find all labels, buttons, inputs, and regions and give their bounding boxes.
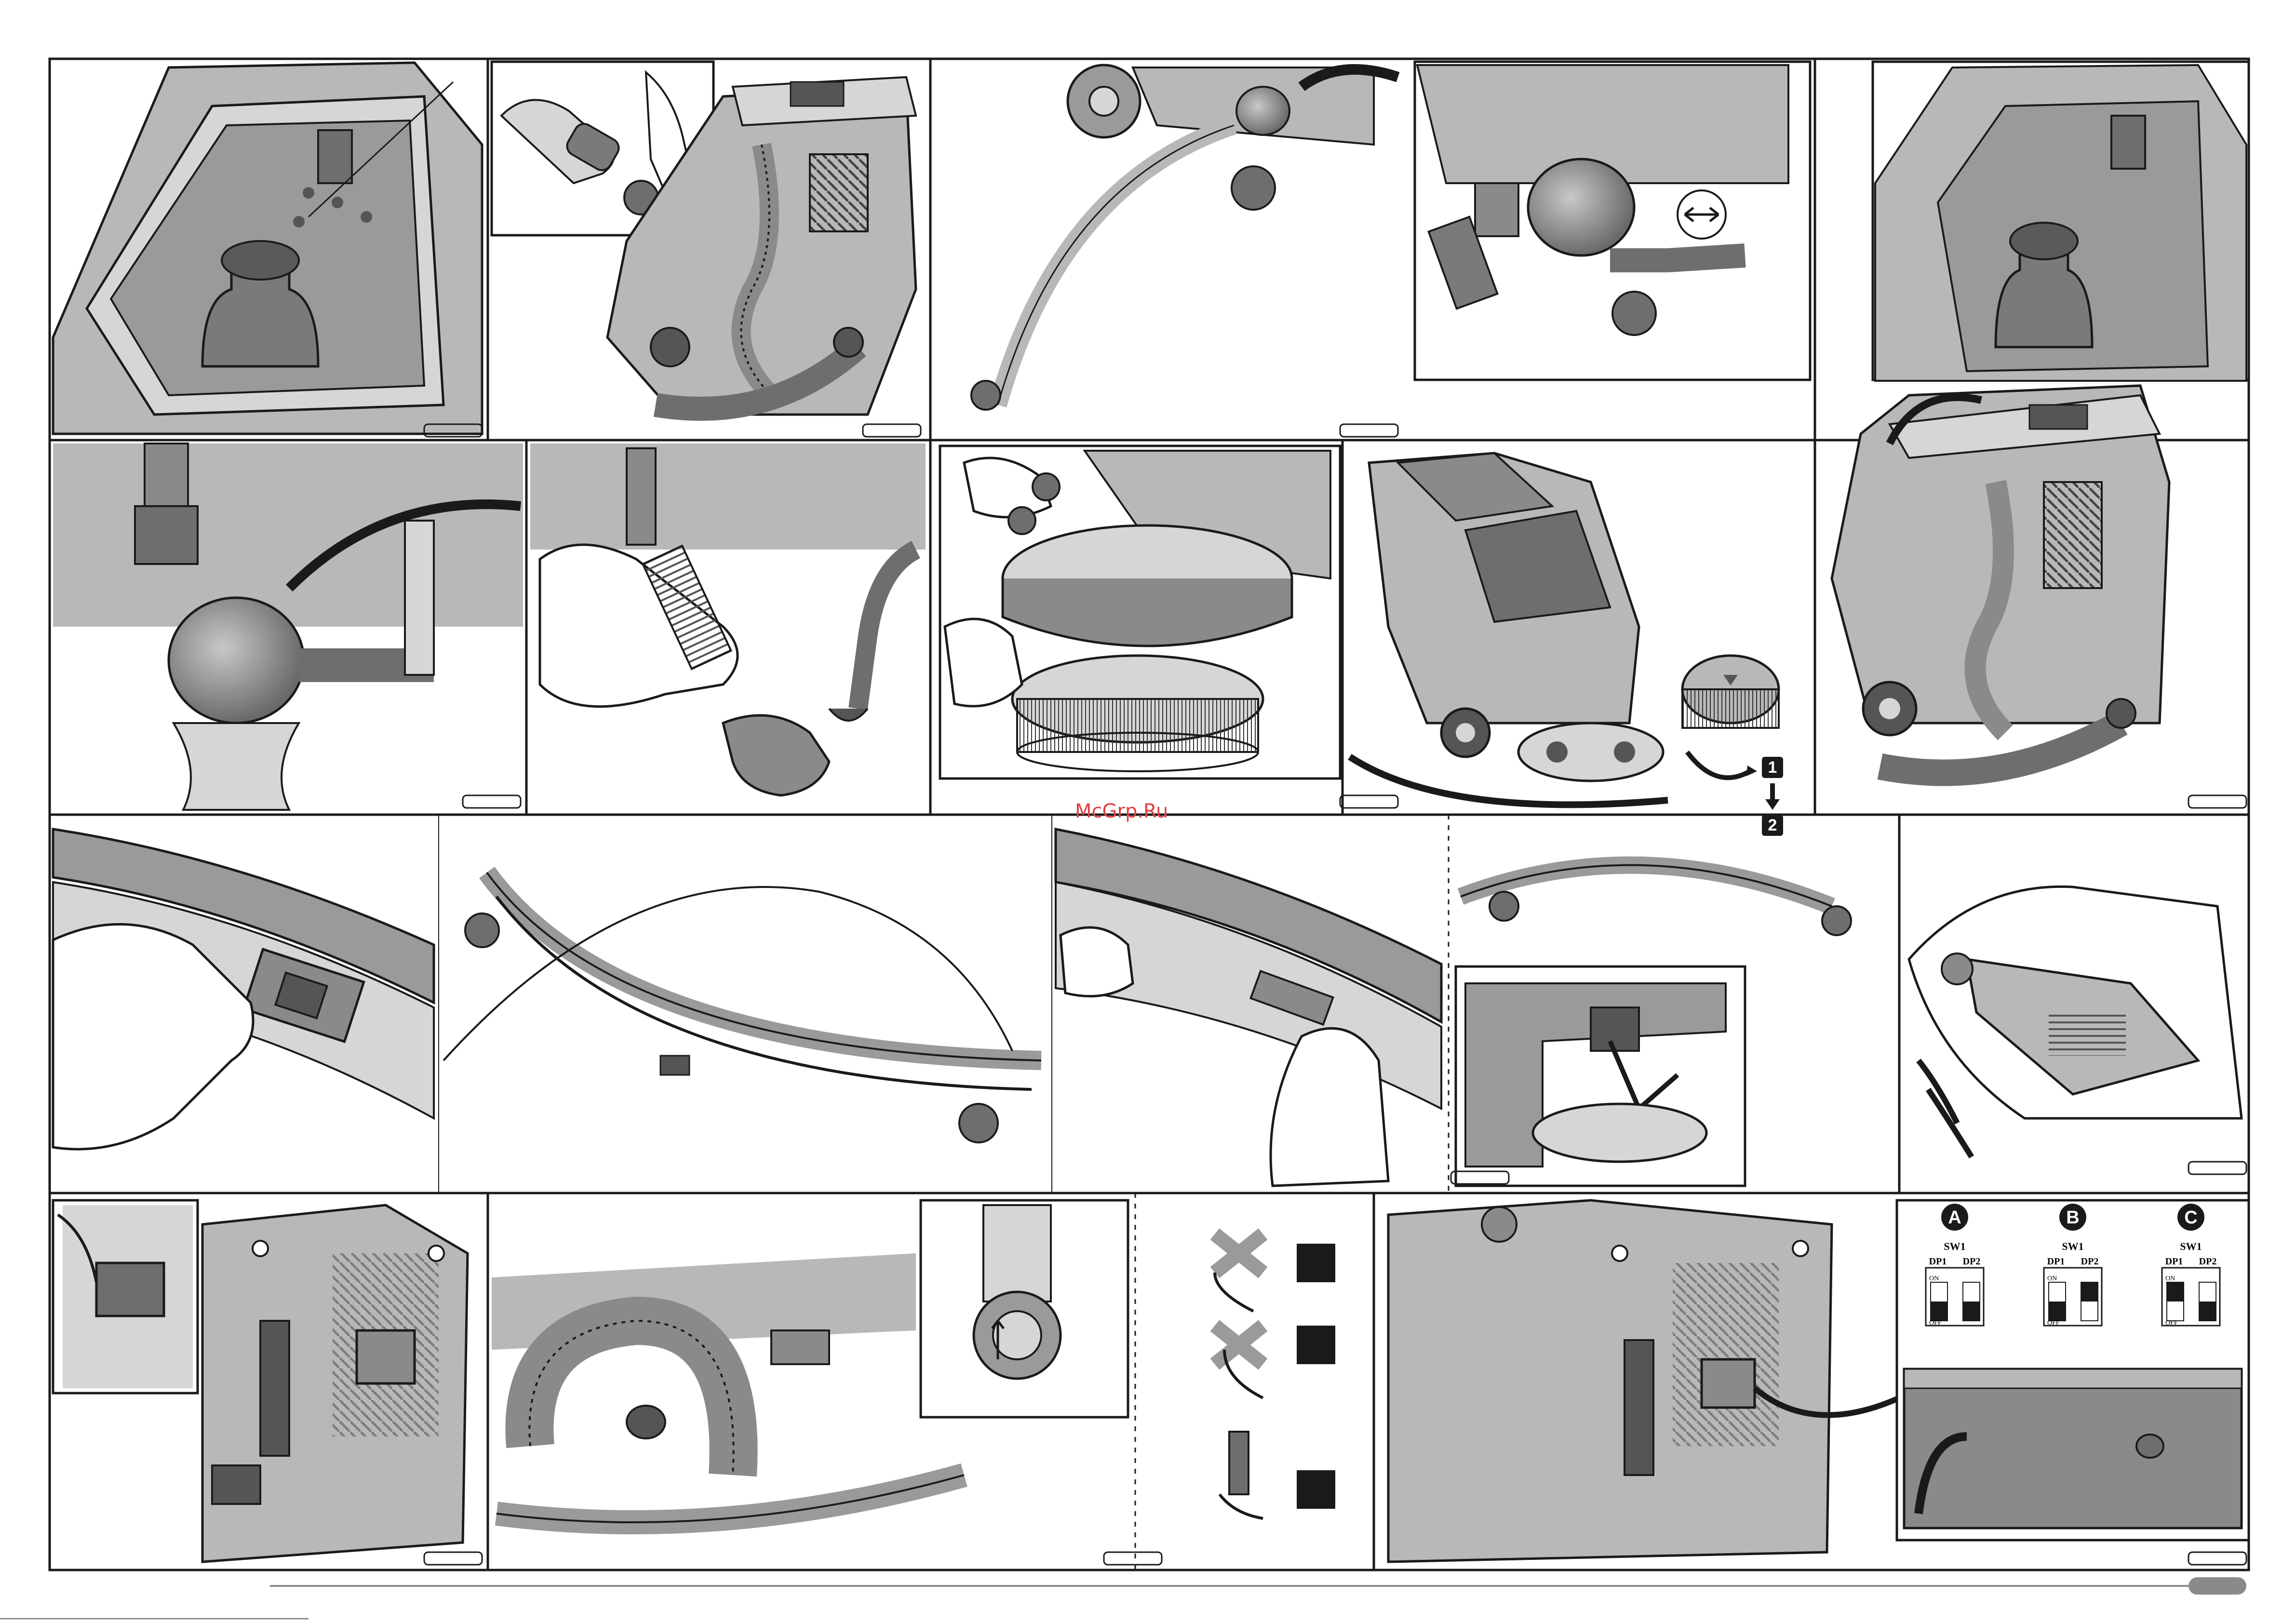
panel-brush-removal bbox=[940, 446, 1398, 808]
dip-switch-name: SW1 bbox=[2062, 1240, 2083, 1252]
dip-on-label: ON bbox=[1929, 1275, 1939, 1282]
dip-on-label: ON bbox=[2047, 1275, 2057, 1282]
figure-number-box bbox=[2189, 1552, 2246, 1565]
dip-dp1-label: DP1 bbox=[2165, 1256, 2183, 1267]
dip-on-label: ON bbox=[2165, 1275, 2175, 1282]
step-number-2: 2 bbox=[1768, 816, 1777, 834]
dip-dp2-label: DP2 bbox=[1963, 1256, 1981, 1267]
panel-hose-clamp bbox=[492, 1200, 1162, 1567]
dip-letter: B bbox=[2066, 1208, 2079, 1228]
panel-tank-top-right bbox=[1873, 62, 2249, 381]
footer bbox=[0, 1577, 2246, 1619]
dip-switch-name: SW1 bbox=[2180, 1240, 2202, 1252]
panel-hose-removal bbox=[492, 62, 921, 437]
panel-drain-hose bbox=[971, 65, 1398, 437]
panel-blade-wear bbox=[1215, 1234, 1335, 1518]
panel-brush-rotation: 1 2 bbox=[1350, 453, 1783, 836]
step-number-1: 1 bbox=[1768, 758, 1777, 777]
dip-letter: A bbox=[1948, 1208, 1961, 1228]
panel-electronics bbox=[1388, 1200, 1899, 1562]
dip-dp2-label: DP2 bbox=[2199, 1256, 2217, 1267]
panel-machine-rear bbox=[1832, 386, 2246, 808]
dip-off-label: OFF bbox=[1929, 1319, 1942, 1327]
dip-letter: C bbox=[2184, 1208, 2197, 1228]
panel-filter-detail bbox=[1415, 62, 1810, 380]
panel-filter-hand bbox=[530, 443, 926, 795]
panel-filter-ball bbox=[53, 443, 523, 810]
panel-squeegee-4 bbox=[1451, 865, 1851, 1186]
dip-dp1-label: DP1 bbox=[2047, 1256, 2065, 1267]
dip-dp2-label: DP2 bbox=[2081, 1256, 2099, 1267]
panel-squeegee-3 bbox=[1056, 829, 1441, 1186]
panel-squeegee-2 bbox=[443, 872, 1041, 1142]
panel-squeegee-1 bbox=[53, 829, 434, 1149]
dip-dp1-label: DP1 bbox=[1929, 1256, 1947, 1267]
dip-off-label: OFF bbox=[2165, 1319, 2178, 1327]
dip-off-label: OFF bbox=[2047, 1319, 2060, 1327]
watermark: McGrp.Ru bbox=[1075, 800, 1168, 822]
panel-connector bbox=[53, 1200, 482, 1565]
panel-wheel-cover bbox=[1909, 886, 2246, 1174]
page-tab bbox=[2189, 1577, 2246, 1595]
dip-switch-name: SW1 bbox=[1944, 1240, 1965, 1252]
panel-tank-top bbox=[53, 63, 482, 437]
